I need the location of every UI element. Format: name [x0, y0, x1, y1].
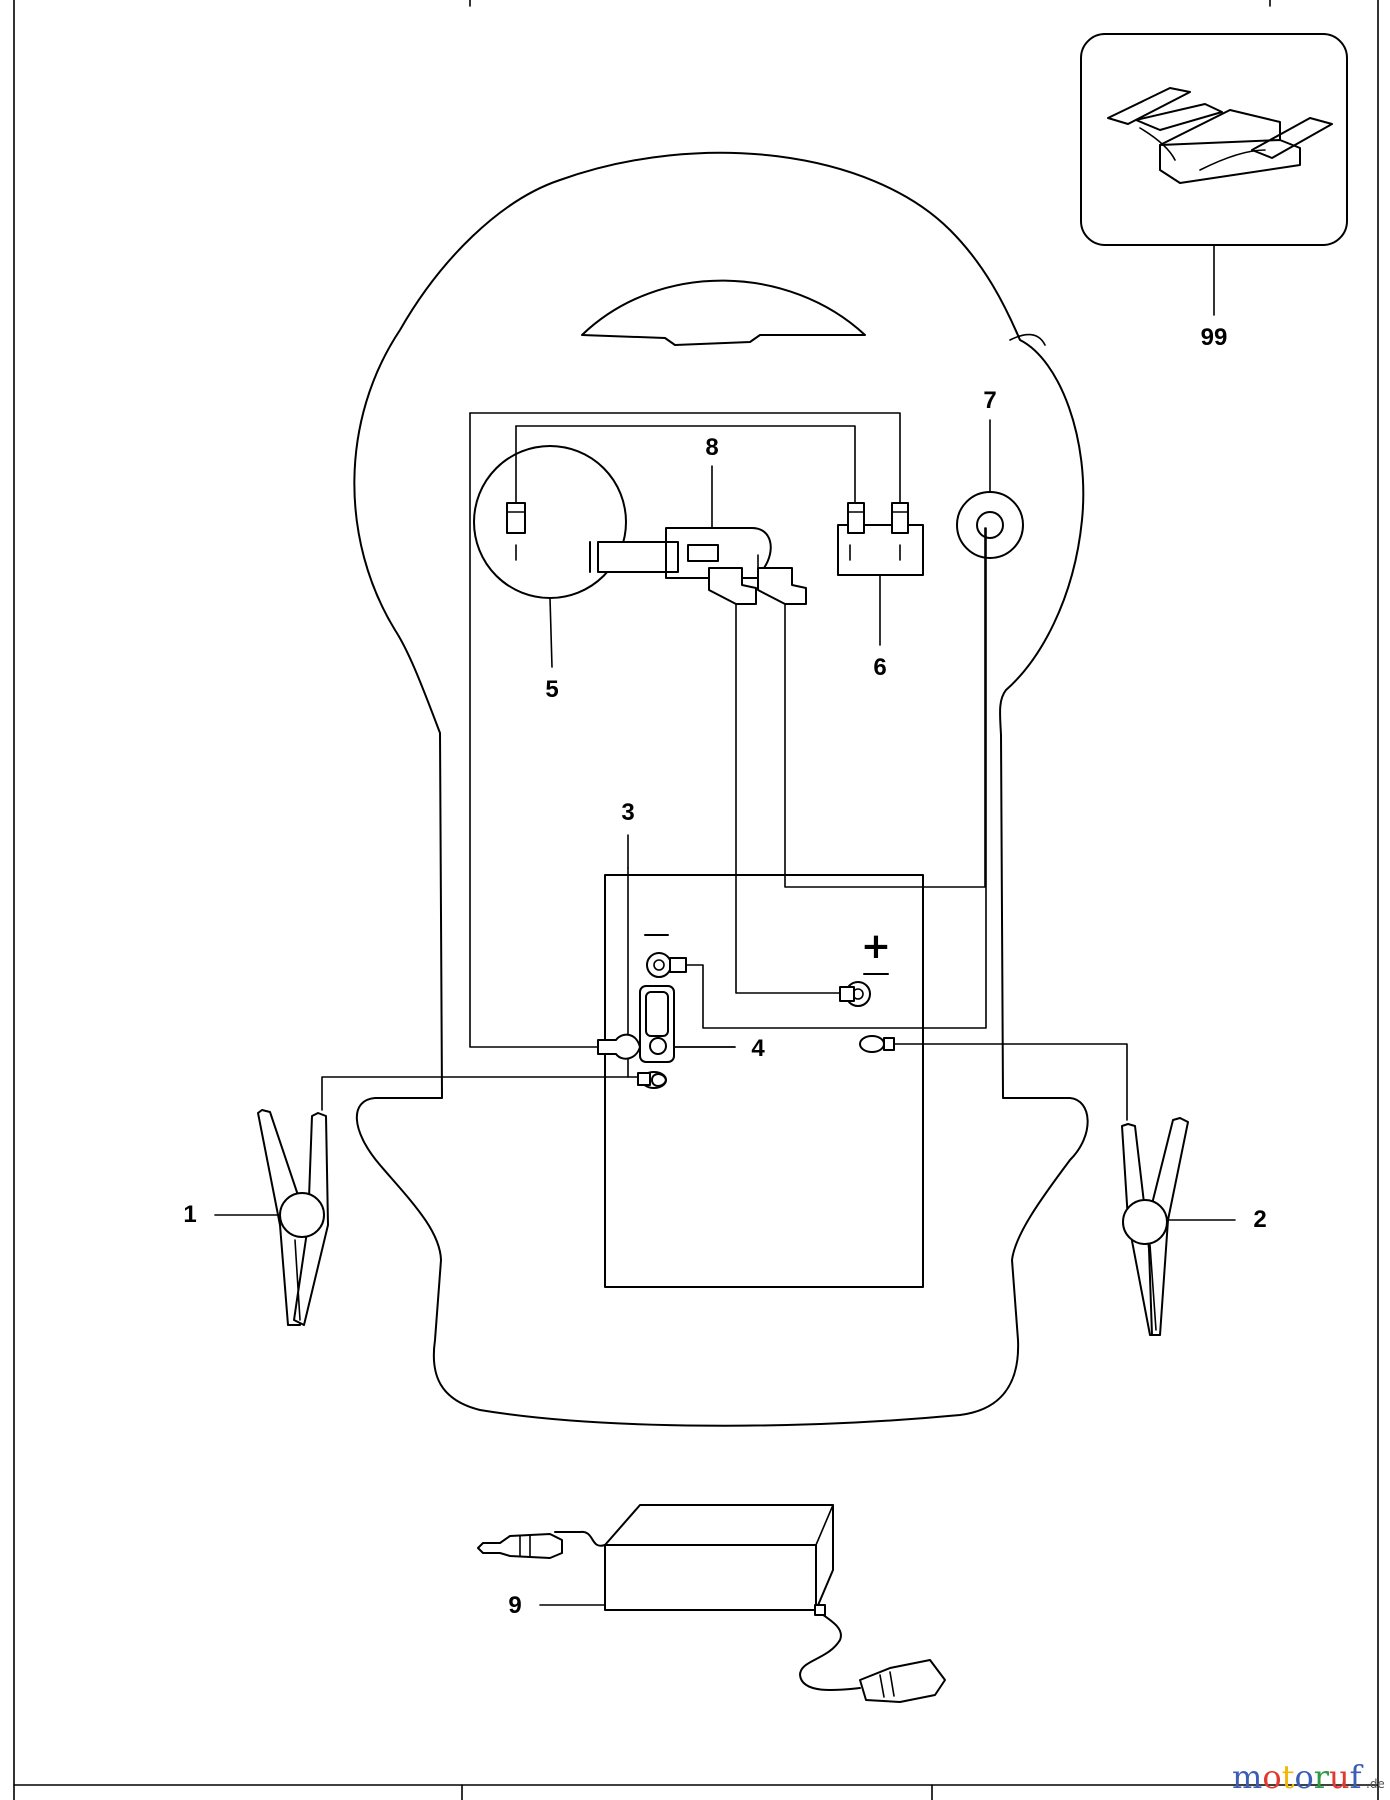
- callout-5: 5: [545, 676, 558, 703]
- watermark-letter: f: [1350, 1758, 1364, 1796]
- callout-9: 9: [508, 1592, 521, 1619]
- housing-shoulder: [1009, 333, 1046, 346]
- handle-slot: [581, 279, 866, 346]
- switch-panel: [837, 502, 924, 576]
- callout-4: 4: [751, 1035, 765, 1062]
- callout-leaders: [214, 419, 1236, 1606]
- callout-1: 1: [183, 1201, 196, 1228]
- battery: +: [597, 874, 924, 1288]
- watermark-tld: .de: [1366, 1777, 1385, 1791]
- clamp-positive: [1121, 1117, 1189, 1336]
- fuse-holder: [639, 985, 736, 1063]
- page-frame: [13, 0, 1379, 1800]
- wiring: [321, 412, 1128, 1121]
- watermark-letter: o: [1294, 1758, 1313, 1796]
- watermark-letter: r: [1314, 1758, 1330, 1796]
- callout-6: 6: [873, 654, 886, 681]
- indicator-lamp: [956, 491, 1024, 559]
- watermark-letter: m: [1232, 1758, 1262, 1796]
- callout-8: 8: [705, 434, 718, 461]
- watermark-letter: u: [1329, 1758, 1350, 1796]
- callout-7: 7: [983, 387, 996, 414]
- watermark-letter: o: [1262, 1758, 1281, 1796]
- unit-housing-outline: [353, 151, 1089, 1427]
- socket-assembly: [589, 527, 807, 605]
- callout-99: 99: [1201, 324, 1228, 351]
- clamp-negative: [257, 1109, 329, 1326]
- tool-case: [1080, 33, 1348, 316]
- watermark-letter: t: [1282, 1758, 1295, 1796]
- watermark-logo: motoruf .de: [1232, 1758, 1385, 1796]
- watermark-text: motoruf: [1232, 1758, 1364, 1796]
- work-light: [473, 445, 627, 599]
- callout-2: 2: [1253, 1206, 1266, 1233]
- charger: [477, 1504, 946, 1703]
- callout-3: 3: [621, 799, 634, 826]
- battery-plus-symbol: +: [861, 926, 891, 967]
